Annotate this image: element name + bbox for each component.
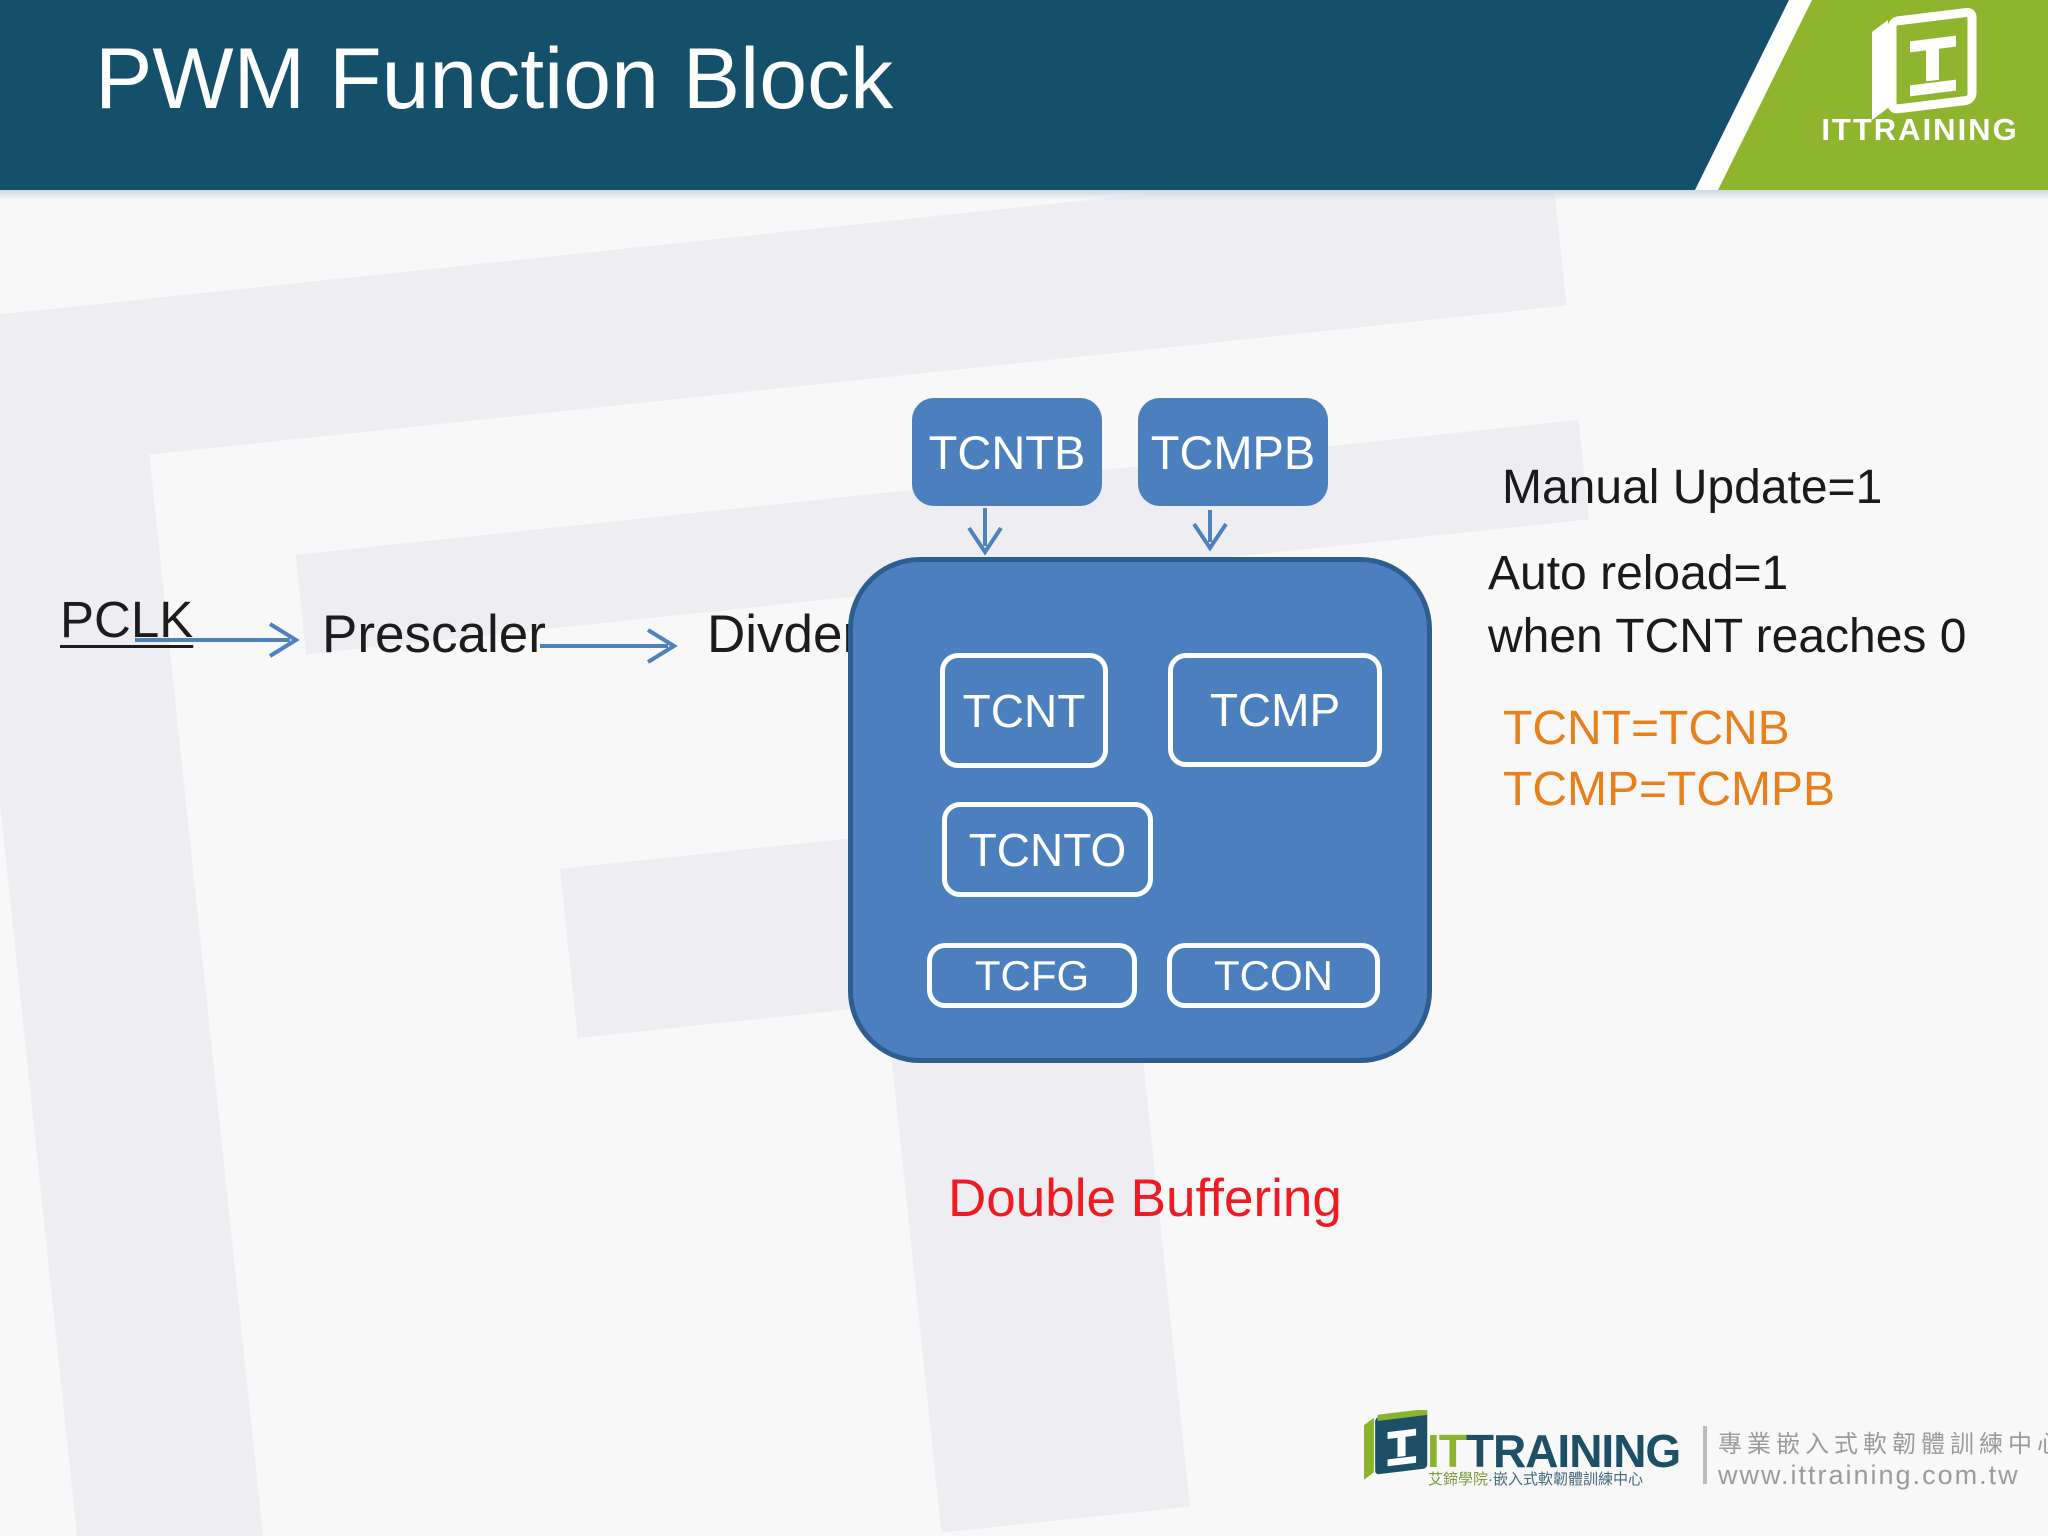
tcmp-box: TCMP xyxy=(1168,653,1382,767)
timer-block-container: TCNT TCMP TCNTO TCFG TCON xyxy=(848,557,1432,1063)
tcmp-label: TCMP xyxy=(1209,684,1341,736)
footer-brand-subtitle-center: ·嵌入式軟韌體訓練中心 xyxy=(1488,1471,1644,1488)
footer-brand-subtitle-school: 艾鍗學院 xyxy=(1428,1471,1489,1488)
brand-book-icon xyxy=(1872,7,1977,120)
tcfg-box: TCFG xyxy=(927,943,1137,1008)
note-auto-reload: Auto reload=1 xyxy=(1488,547,1789,600)
footer-book-icon xyxy=(1364,1410,1428,1480)
watermark-bar xyxy=(0,151,1567,490)
tcmpb-label: TCMPB xyxy=(1150,425,1316,479)
footer-tagline: 專業嵌入式軟韌體訓練中心 xyxy=(1718,1431,2048,1458)
footer-brand-it: IT xyxy=(1427,1425,1467,1477)
note-manual-update: Manual Update=1 xyxy=(1502,461,1883,514)
divider-label: Divder xyxy=(707,605,861,664)
tcmpb-box: TCMPB xyxy=(1138,398,1328,506)
pclk-label: PCLK xyxy=(60,591,194,648)
double-buffering-caption: Double Buffering xyxy=(948,1169,1342,1228)
tcntb-box: TCNTB xyxy=(912,398,1102,506)
footer-url: www.ittraining.com.tw xyxy=(1718,1460,2020,1490)
tcnt-label: TCNT xyxy=(962,684,1086,737)
note-assign-tcmp: TCMP=TCMPB xyxy=(1503,763,1836,816)
footer-divider xyxy=(1703,1426,1707,1484)
footer-brand-name: ITTRAINING xyxy=(1427,1424,1681,1478)
tcntb-label: TCNTB xyxy=(928,425,1086,479)
background-watermark-logo xyxy=(0,62,1689,1536)
page-title: PWM Function Block xyxy=(95,31,894,127)
brand-name: ITTRAINING xyxy=(1821,112,2019,147)
header-bottom-strip xyxy=(0,190,2048,200)
footer-brand-training: TRAINING xyxy=(1465,1425,1681,1477)
header-corner-graphic xyxy=(1695,0,2048,190)
tcnto-box: TCNTO xyxy=(942,802,1153,897)
note-assign-tcnt: TCNT=TCNB xyxy=(1503,702,1790,755)
prescaler-label: Prescaler xyxy=(322,605,546,664)
tcon-box: TCON xyxy=(1167,943,1380,1008)
footer-brand-subtitle: 艾鍗學院·嵌入式軟韌體訓練中心 xyxy=(1428,1468,1643,1489)
note-auto-reload-condition: when TCNT reaches 0 xyxy=(1488,610,1967,663)
tcnto-label: TCNTO xyxy=(968,823,1127,876)
header-bar xyxy=(0,0,2048,190)
tcfg-label: TCFG xyxy=(974,951,1090,999)
tcnt-box: TCNT xyxy=(940,653,1108,768)
tcon-label: TCON xyxy=(1214,951,1333,999)
